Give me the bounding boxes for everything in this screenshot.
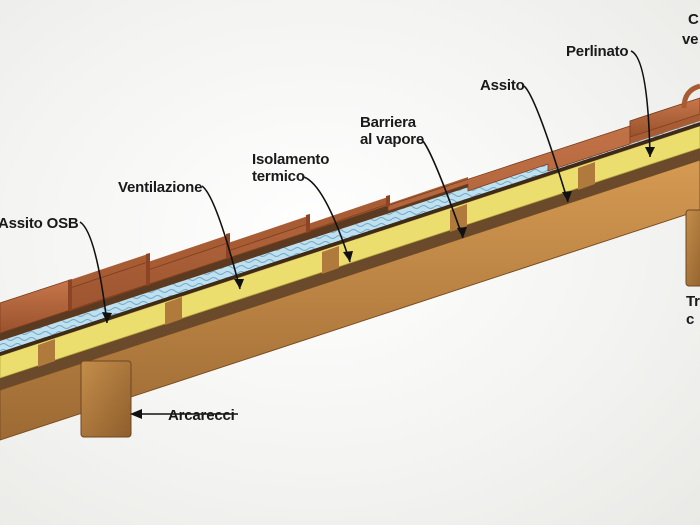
label-barriera-line2: al vapore [360, 131, 424, 148]
perlinato-board [0, 159, 700, 441]
label-barriera-line1: Barriera [360, 114, 417, 131]
leader-lines [79, 50, 651, 415]
assito-layer [0, 148, 700, 390]
label-assito-osb: Assito OSB [0, 215, 79, 232]
label-perlinato: Perlinato [566, 43, 628, 60]
label-corner-top-line1: C [688, 11, 699, 28]
label-isolamento-line1: Isolamento [252, 151, 329, 168]
label-corner-right-line1: Tr [686, 293, 700, 310]
purlin-beam-left [80, 360, 132, 438]
label-isolamento-line2: termico [252, 168, 305, 185]
insulation-battens [38, 162, 595, 367]
vapor-barrier-layer [0, 122, 700, 356]
label-arcarecci: Arcarecci [168, 407, 235, 424]
roof-ridge-curl [681, 83, 700, 109]
label-assito: Assito [480, 77, 525, 94]
label-corner-top-line2: ve [682, 31, 698, 48]
leader-arrowheads [102, 147, 655, 419]
label-corner-right-line2: c [686, 311, 694, 328]
label-ventilazione: Ventilazione [118, 179, 202, 196]
purlin-beam-right [685, 209, 700, 287]
